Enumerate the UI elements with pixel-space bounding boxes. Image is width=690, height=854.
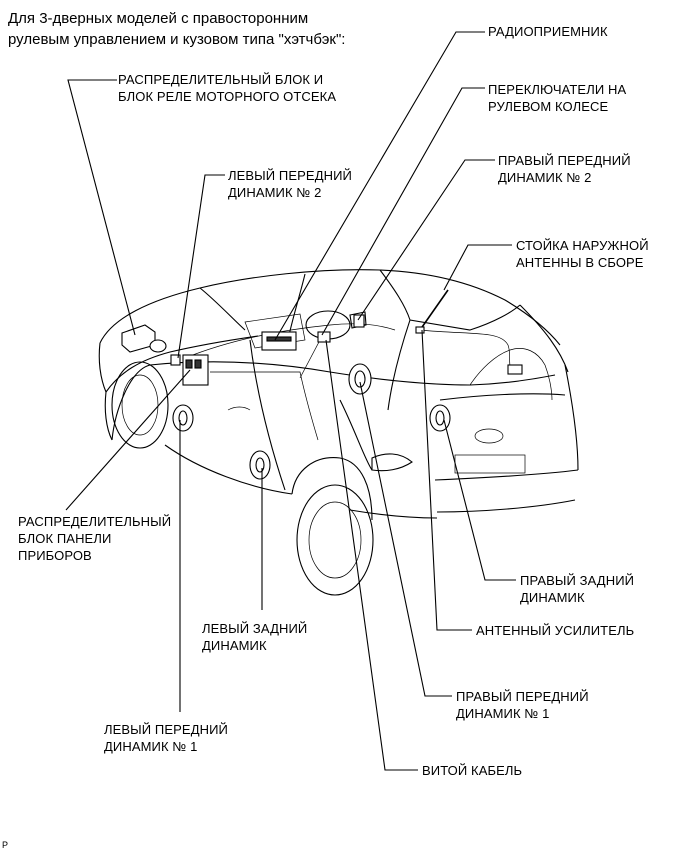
- leader-front-left-speaker-2: [177, 174, 225, 359]
- antenna-pole: [415, 289, 449, 334]
- leader-radio-receiver: [274, 31, 485, 341]
- label-front-right-speaker-1: ПРАВЫЙ ПЕРЕДНИЙ ДИНАМИК № 1: [456, 689, 589, 721]
- instrument-panel-block: [182, 354, 209, 386]
- label-instrument-panel-block: РАСПРЕДЕЛИТЕЛЬНЫЙ БЛОК ПАНЕЛИ ПРИБОРОВ: [18, 514, 172, 563]
- leader-antenna-amplifier: [421, 329, 472, 631]
- leader-rear-right-speaker: [443, 419, 516, 581]
- leader-steering-switches: [321, 87, 485, 336]
- label-antenna-amplifier: АНТЕННЫЙ УСИЛИТЕЛЬ: [476, 623, 635, 638]
- leader-spiral-cable: [325, 339, 418, 771]
- label-steering-switches: ПЕРЕКЛЮЧАТЕЛИ НА РУЛЕВОМ КОЛЕСЕ: [488, 82, 627, 114]
- leader-instrument-panel-block: [65, 369, 191, 511]
- label-spiral-cable: ВИТОЙ КАБЕЛЬ: [422, 763, 523, 778]
- front-left-speaker-1: [172, 404, 194, 432]
- label-rear-right-speaker: ПРАВЫЙ ЗАДНИЙ ДИНАМИК: [520, 573, 635, 605]
- diagram-heading: Для 3-дверных моделей с правосторонним р…: [8, 10, 346, 48]
- leader-engine-relay-block: [67, 79, 136, 336]
- label-front-left-speaker-2: ЛЕВЫЙ ПЕРЕДНИЙ ДИНАМИК № 2: [228, 168, 352, 200]
- figure-code: P: [2, 840, 9, 850]
- leader-lines: [65, 31, 516, 771]
- label-antenna-pole: СТОЙКА НАРУЖНОЙ АНТЕННЫ В СБОРЕ: [516, 238, 649, 270]
- leader-front-right-speaker-2: [357, 159, 495, 321]
- antenna-amplifier: [507, 364, 523, 375]
- label-radio-receiver: РАДИОПРИЕМНИК: [488, 24, 608, 39]
- rear-right-speaker: [429, 404, 451, 432]
- leader-antenna-pole: [443, 244, 512, 291]
- label-front-left-speaker-1: ЛЕВЫЙ ПЕРЕДНИЙ ДИНАМИК № 1: [104, 722, 228, 754]
- front-left-speaker-2: [170, 354, 181, 366]
- leader-front-right-speaker-1: [359, 381, 452, 697]
- front-right-speaker-2: [353, 314, 365, 328]
- radio-receiver: [261, 331, 297, 351]
- label-rear-left-speaker: ЛЕВЫЙ ЗАДНИЙ ДИНАМИК: [202, 621, 308, 653]
- label-front-right-speaker-2: ПРАВЫЙ ПЕРЕДНИЙ ДИНАМИК № 2: [498, 153, 631, 185]
- label-engine-relay-block: РАСПРЕДЕЛИТЕЛЬНЫЙ БЛОК И БЛОК РЕЛЕ МОТОР…: [118, 72, 337, 104]
- car-body: [98, 269, 579, 596]
- steering-switches: [317, 331, 331, 343]
- engine-relay-block: [121, 324, 167, 353]
- rear-left-speaker: [249, 450, 271, 480]
- front-right-speaker-1: [348, 363, 372, 395]
